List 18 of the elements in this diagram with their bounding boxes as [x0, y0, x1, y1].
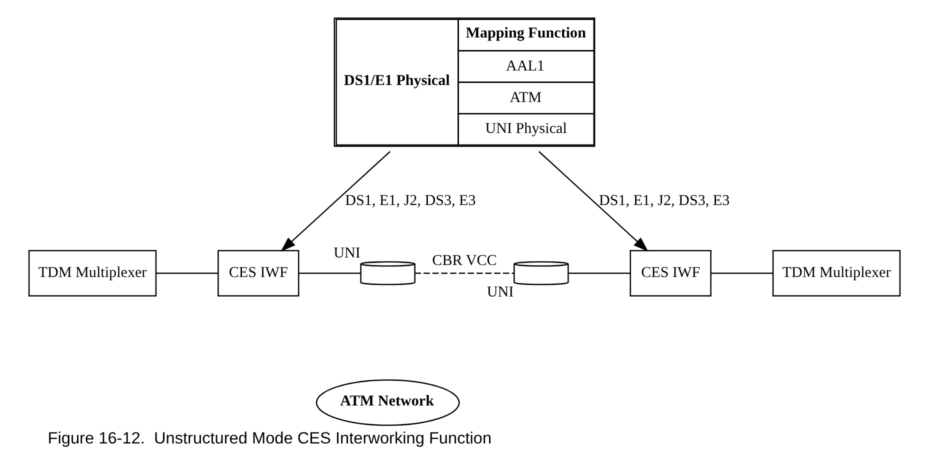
node-label: UNI	[333, 246, 360, 262]
edge-label: DS1, E1, J2, DS3, E3	[344, 192, 476, 209]
node-box: TDM Multiplexer	[772, 250, 900, 296]
edge-label: DS1, E1, J2, DS3, E3	[598, 192, 730, 209]
caption: Figure 16-12. Unstructured Mode CES Interworking Function	[47, 429, 492, 448]
connector	[414, 272, 514, 274]
edge-label: CBR VCC	[432, 253, 496, 270]
node-ellipse: ATM Network	[315, 379, 460, 426]
connector	[568, 272, 630, 274]
node-box: CES IWF	[629, 250, 711, 296]
arrow	[280, 151, 390, 252]
node-box: CES IWF	[217, 250, 299, 296]
connector	[710, 272, 772, 274]
node-box: TDM Multiplexer	[28, 250, 156, 296]
arrow	[538, 151, 648, 252]
connector	[298, 272, 360, 274]
connector	[156, 272, 218, 274]
node-label: UNI	[486, 284, 514, 301]
